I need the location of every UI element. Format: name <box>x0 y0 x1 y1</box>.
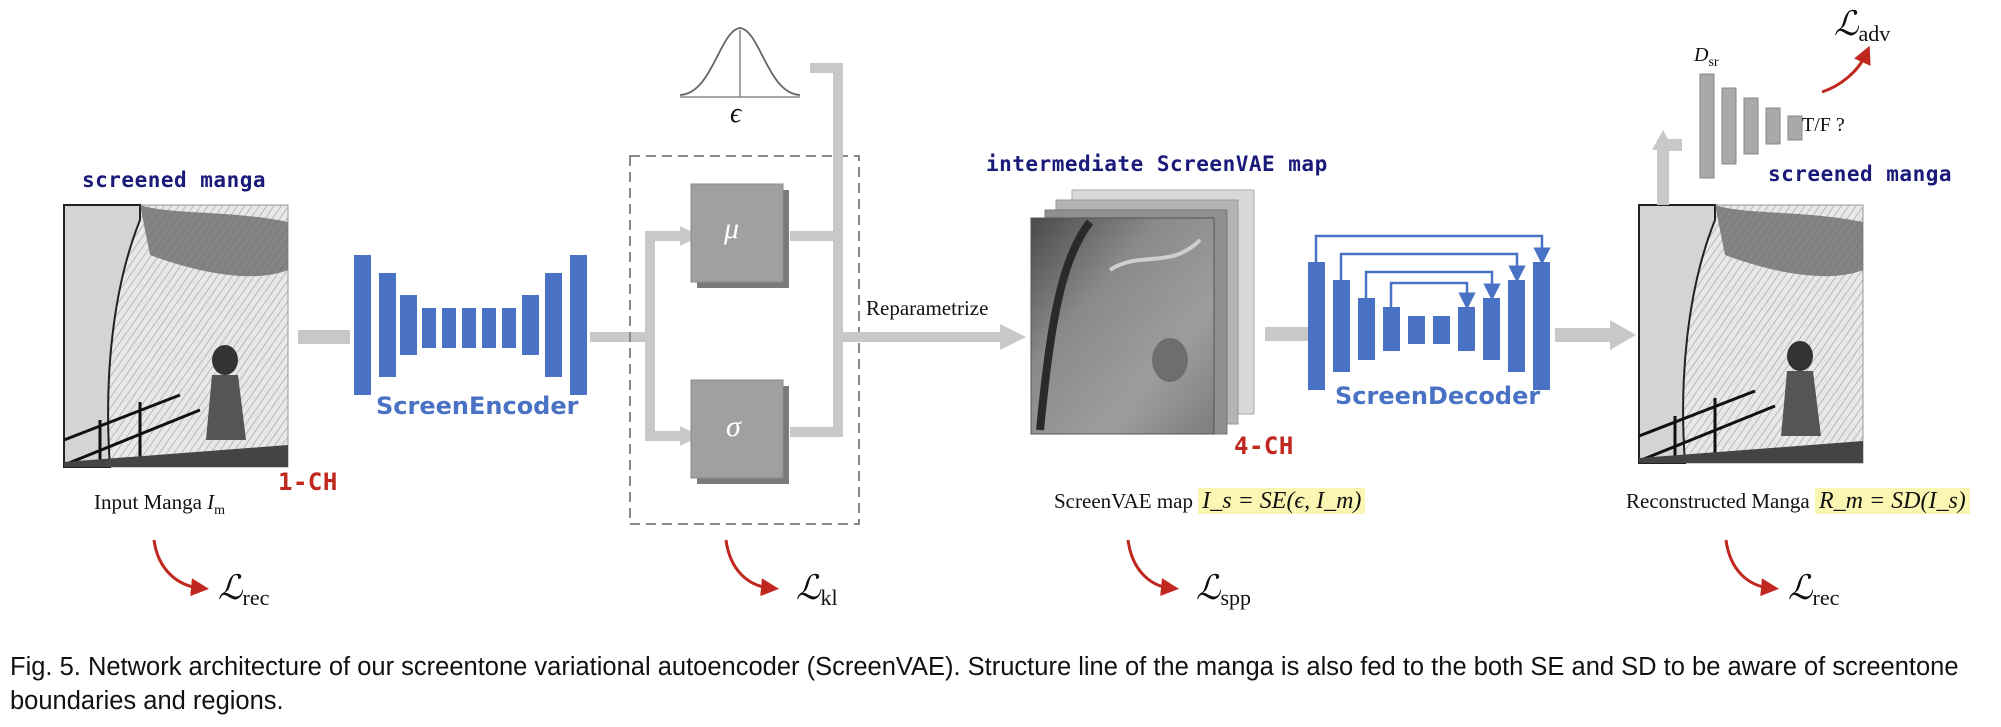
loss-rec-left-sub: rec <box>242 585 270 610</box>
loss-spp-sub: spp <box>1220 585 1252 610</box>
reconstructed-equation: R_m = SD(I_s) <box>1814 488 1970 514</box>
loss-arrows <box>152 45 1871 597</box>
loss-kl-symbol: ℒ <box>796 570 821 607</box>
input-manga-text: Input Manga <box>94 490 202 514</box>
loss-rec-right-symbol: ℒ <box>1788 570 1813 607</box>
latent-dashed-box <box>629 155 860 525</box>
discriminator-subscript: sr <box>1708 55 1719 70</box>
reconstructed-caption: Reconstructed Manga R_m = SD(I_s) <box>1626 488 1970 515</box>
input-manga-image <box>63 204 289 468</box>
loss-adv: ℒadv <box>1834 4 1890 47</box>
mu-label: μ <box>724 212 740 245</box>
loss-adv-symbol: ℒ <box>1834 6 1859 43</box>
sigma-label: σ <box>726 410 741 443</box>
epsilon-label: ϵ <box>730 98 742 129</box>
loss-kl-sub: kl <box>820 585 838 610</box>
screen-decoder-label: ScreenDecoder <box>1335 382 1541 410</box>
discriminator-symbol: D <box>1694 44 1709 66</box>
decoder-skip-connections <box>1314 234 1551 310</box>
arrows-encoder-to-latent <box>590 231 680 441</box>
loss-spp: ℒspp <box>1196 568 1251 611</box>
mu-box <box>690 183 789 288</box>
reparametrize-label: Reparametrize <box>866 296 989 320</box>
loss-rec-right: ℒrec <box>1788 568 1839 611</box>
input-manga-caption: Input Manga Im <box>94 490 225 519</box>
screen-encoder-blocks <box>354 255 587 395</box>
loss-adv-sub: adv <box>1858 21 1891 46</box>
discriminator-blocks <box>1699 73 1803 179</box>
screen-encoder-label: ScreenEncoder <box>376 392 579 420</box>
reconstructed-manga-image <box>1638 204 1864 464</box>
screened-manga-label-left: screened manga <box>82 168 267 192</box>
loss-spp-symbol: ℒ <box>1196 570 1221 607</box>
figure-caption: Fig. 5. Network architecture of our scre… <box>10 653 1959 715</box>
intermediate-map-label: intermediate ScreenVAE map <box>986 152 1328 176</box>
screenvae-equation: I_s = SE(ϵ, I_m) <box>1198 488 1366 514</box>
screenvae-map-caption: ScreenVAE map I_s = SE(ϵ, I_m) <box>1054 488 1366 515</box>
loss-kl: ℒkl <box>796 568 838 611</box>
arrows-latent-merge <box>790 63 1000 437</box>
one-channel-label: 1-CH <box>278 468 338 496</box>
screenvae-map-text: ScreenVAE map <box>1054 489 1193 513</box>
gaussian-curve-icon <box>679 27 801 98</box>
reconstructed-text: Reconstructed Manga <box>1626 489 1810 513</box>
discriminator-label: Dsr <box>1694 44 1719 71</box>
loss-rec-left-symbol: ℒ <box>218 570 243 607</box>
true-false-label: T/F ? <box>1802 114 1845 136</box>
arrow-output-to-discriminator <box>1657 139 1682 205</box>
loss-rec-right-sub: rec <box>1812 585 1840 610</box>
input-symbol: I <box>207 490 215 514</box>
loss-rec-left: ℒrec <box>218 568 269 611</box>
screen-decoder-blocks <box>1308 262 1550 390</box>
input-subscript: m <box>214 503 226 519</box>
screenvae-map-stack <box>1030 189 1255 435</box>
four-channel-label: 4-CH <box>1234 432 1294 460</box>
screened-manga-label-right: screened manga <box>1768 162 1953 186</box>
sigma-box <box>690 379 789 484</box>
